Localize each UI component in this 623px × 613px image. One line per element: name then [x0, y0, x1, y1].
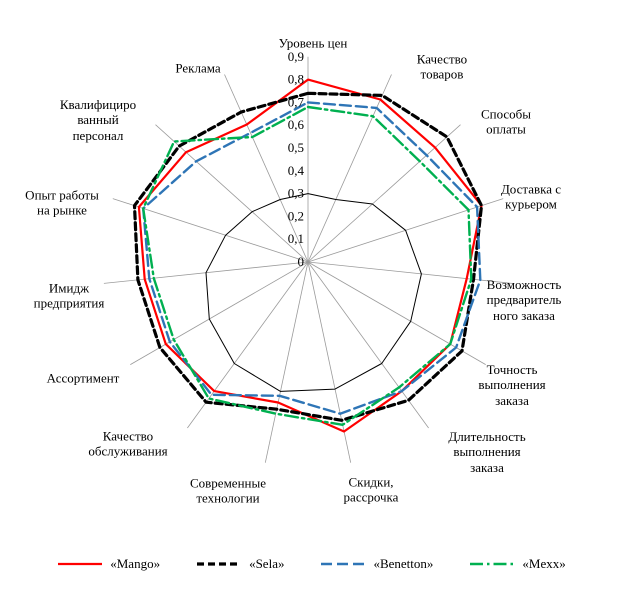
- series-polygon-mango: [137, 78, 483, 433]
- axis-spoke-4: [307, 261, 513, 284]
- legend-label: «Sela»: [249, 556, 285, 571]
- tick-label-0: 0: [298, 254, 305, 269]
- legend-line-sample-icon: [197, 562, 242, 566]
- legend-line-sample-icon: [58, 562, 103, 566]
- axis-label-11: Имидж предприятия: [33, 280, 105, 311]
- tick-label-5: 0,5: [288, 140, 304, 155]
- axis-label-9: Качество обслуживания: [88, 428, 168, 459]
- legend-label: «Mexx»: [522, 556, 566, 571]
- axis-label-14: Реклама: [175, 60, 221, 76]
- series-polygon-mexx: [141, 105, 473, 426]
- tick-label-1: 0,1: [288, 231, 304, 246]
- series-polygon-sela: [132, 91, 484, 422]
- chart-canvas: 0 0,1 0,2 0,3 0,4 0,5 0,6 0,7 0,8 0,9: [103, 49, 513, 463]
- reference-polygon: [205, 193, 422, 392]
- axis-spoke-9: [187, 261, 309, 429]
- tick-label-4: 0,4: [288, 163, 305, 178]
- tick-label-3: 0,3: [288, 186, 304, 201]
- axis-label-6: Длительность выполнения заказа: [448, 429, 526, 475]
- legend-line-sample-icon: [321, 562, 366, 566]
- axis-label-1: Качество товаров: [416, 51, 468, 82]
- axis-spoke-1: [307, 74, 392, 263]
- axis-spoke-12: [112, 198, 309, 263]
- axis-spoke-13: [155, 124, 309, 263]
- series-polygon-benetton: [141, 101, 482, 415]
- legend-label: «Mango»: [110, 556, 161, 571]
- axis-spoke-2: [307, 124, 461, 263]
- tick-label-7: 0,7: [288, 94, 305, 109]
- legend-line-sample-icon: [470, 562, 515, 566]
- tick-label-9: 0,9: [288, 49, 304, 64]
- axis-label-10: Ассортимент: [46, 370, 120, 386]
- axis-label-8: Современные технологии: [190, 475, 266, 506]
- legend-item-benetton: «Benetton»: [320, 556, 433, 572]
- legend-label: «Benetton»: [373, 556, 434, 571]
- legend-item-mango: «Mango»: [57, 556, 160, 572]
- axis-label-7: Скидки, рассрочка: [343, 474, 399, 505]
- axis-label-12: Опыт работы на рынке: [25, 187, 99, 218]
- legend: «Mango» «Sela» «Benetton» «Mexx»: [0, 556, 623, 572]
- tick-label-8: 0,8: [288, 72, 304, 87]
- axis-spoke-14: [224, 74, 309, 263]
- tick-label-2: 0,2: [288, 208, 304, 223]
- axis-spoke-10: [130, 261, 309, 365]
- legend-item-sela: «Sela»: [196, 556, 284, 572]
- axis-label-0: Уровень цен: [278, 35, 348, 51]
- axis-label-2: Способы оплаты: [480, 106, 532, 137]
- axis-label-4: Возможность предваритель ного заказа: [486, 277, 562, 323]
- legend-item-mexx: «Mexx»: [469, 556, 566, 572]
- tick-label-6: 0,6: [288, 117, 305, 132]
- axis-label-3: Доставка с курьером: [500, 181, 562, 212]
- axis-label-5: Точность выполнения заказа: [478, 362, 546, 408]
- axis-spoke-7: [307, 261, 352, 463]
- axis-label-13: Квалифициро ванный персонал: [59, 97, 137, 143]
- axis-spoke-8: [264, 261, 309, 463]
